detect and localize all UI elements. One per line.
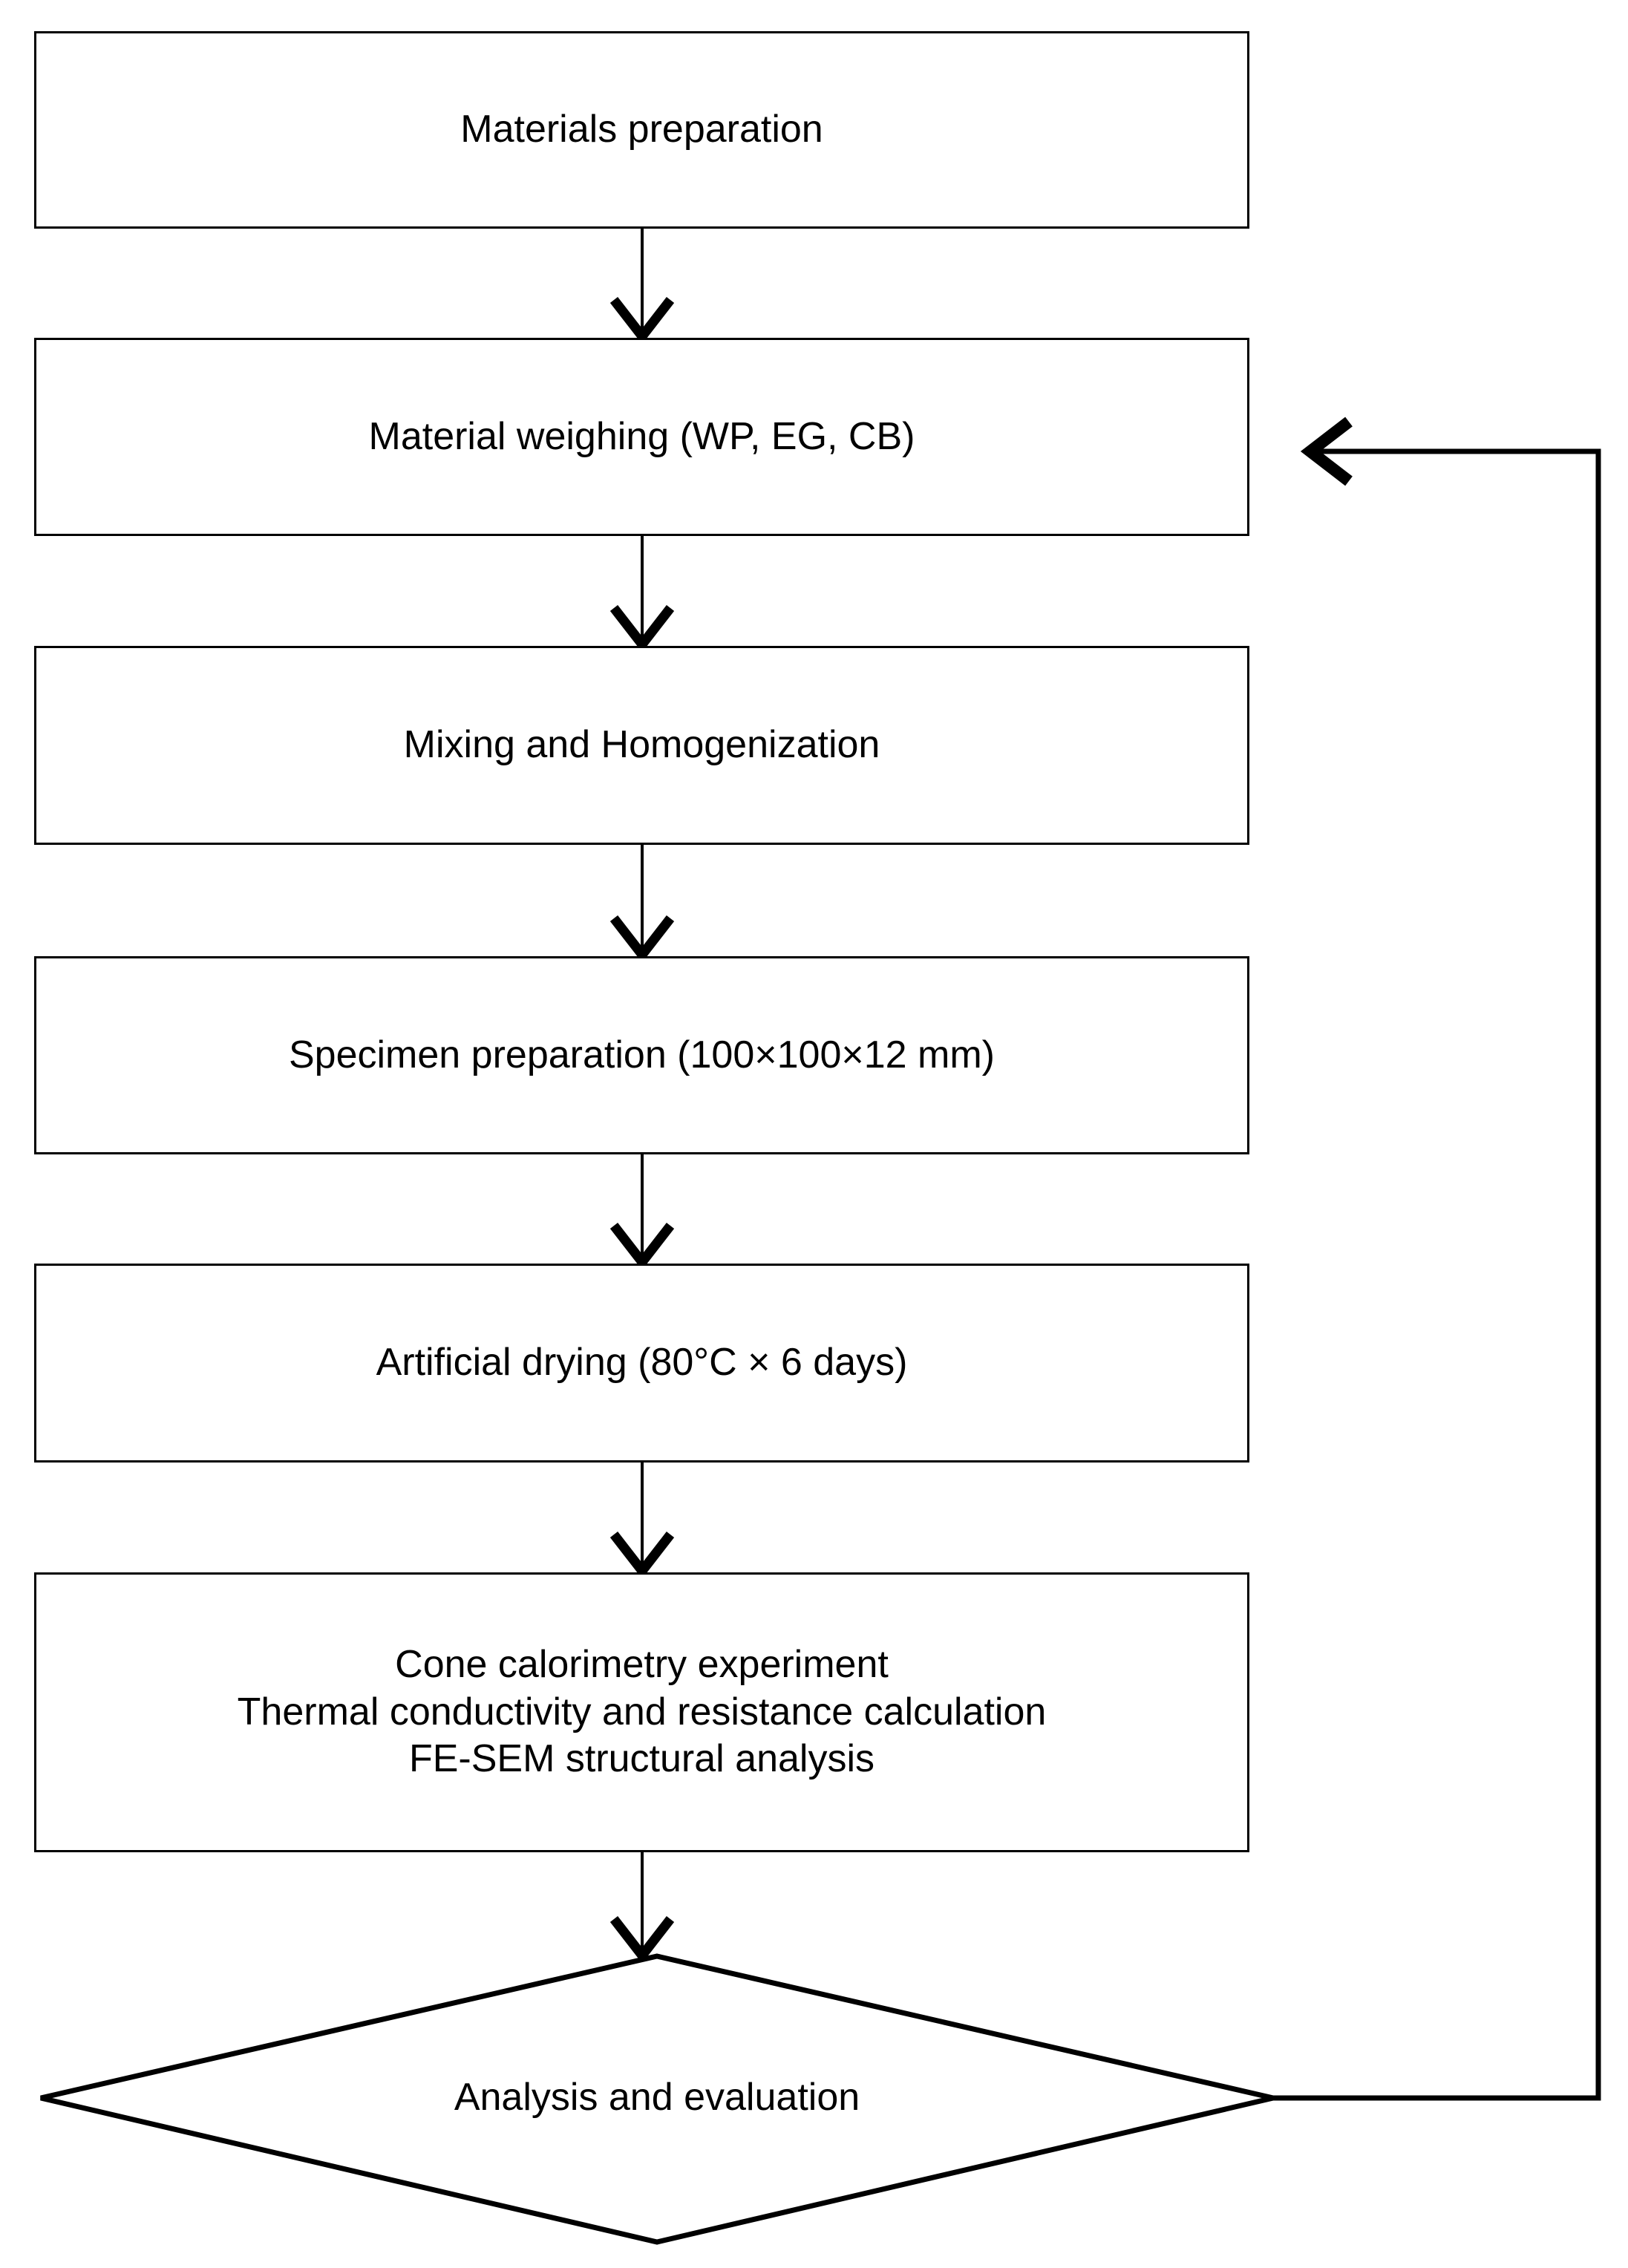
node-artificial-drying-label: Artificial drying (80°C × 6 days): [376, 1341, 908, 1385]
node-testing-analysis-label: Cone calorimetry experiment Thermal cond…: [237, 1642, 1047, 1781]
node-specimen-preparation-label: Specimen preparation (100×100×12 mm): [288, 1033, 995, 1076]
node-artificial-drying[interactable]: Artificial drying (80°C × 6 days): [34, 1264, 1249, 1463]
edge-artificial-drying-to-testing-analysis: [609, 1463, 675, 1579]
edge-materials-preparation-to-material-weighing: [609, 229, 675, 344]
node-analysis-evaluation-label: Analysis and evaluation: [454, 2076, 860, 2119]
node-testing-analysis[interactable]: Cone calorimetry experiment Thermal cond…: [34, 1572, 1249, 1852]
node-materials-preparation-label: Materials preparation: [460, 108, 823, 151]
node-specimen-preparation[interactable]: Specimen preparation (100×100×12 mm): [34, 956, 1249, 1154]
edge-specimen-preparation-to-artificial-drying: [609, 1154, 675, 1270]
edge-mixing-homogenization-to-specimen-preparation: [609, 845, 675, 963]
edge-analysis-evaluation-to-material-weighing-feedback: [1273, 416, 1601, 2101]
node-mixing-homogenization[interactable]: Mixing and Homogenization: [34, 646, 1249, 845]
node-material-weighing-label: Material weighing (WP, EG, CB): [368, 414, 915, 458]
node-mixing-homogenization-label: Mixing and Homogenization: [403, 723, 880, 767]
decision-diamond-shape: [40, 1953, 1274, 2245]
edge-material-weighing-to-mixing-homogenization: [609, 536, 675, 653]
edge-testing-analysis-to-analysis-evaluation: [609, 1852, 675, 1964]
node-materials-preparation[interactable]: Materials preparation: [34, 31, 1249, 229]
node-material-weighing[interactable]: Material weighing (WP, EG, CB): [34, 338, 1249, 536]
